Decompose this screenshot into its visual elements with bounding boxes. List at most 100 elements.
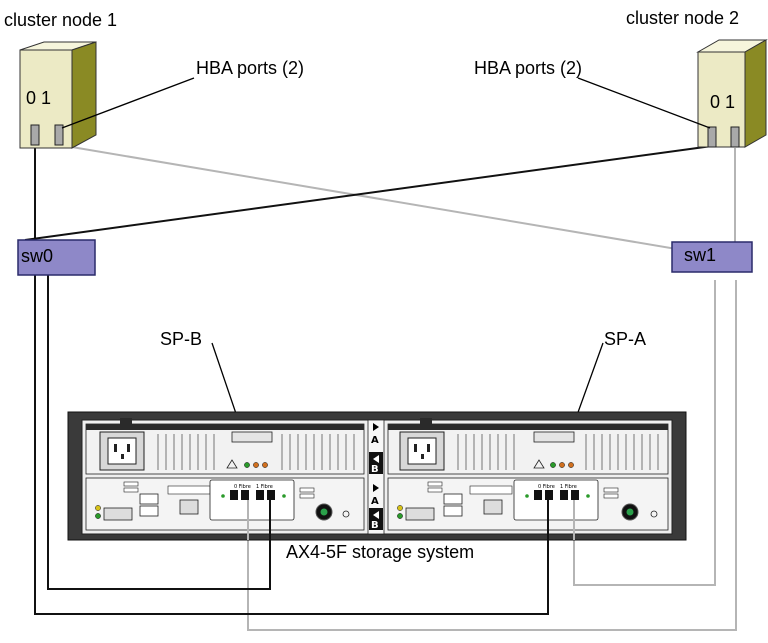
node1-port-numbers: 0 1: [26, 88, 51, 108]
hba-callout-right-leader: [577, 77, 711, 129]
sp-b-fibre-port-0a: [230, 490, 238, 500]
warning-icon-left: [226, 459, 238, 469]
cable-sw0-to-spb-port1: [47, 275, 271, 590]
power-socket-right-pin2: [427, 444, 430, 452]
sp-a-fibre0-label: 0 Fibre: [538, 484, 555, 490]
node2-side: [744, 39, 767, 148]
power-socket-left-pin2: [127, 444, 130, 452]
sp-marker-2: B: [371, 464, 379, 475]
sp-b-lock-icon: [342, 510, 350, 518]
power-socket-right-pin3: [421, 454, 424, 459]
sp-b-serial-port2: [139, 505, 159, 517]
node1-side: [71, 41, 97, 149]
sp-b-fibre-port-0b: [241, 490, 249, 500]
cluster-node-1: 0 1: [19, 41, 97, 149]
cable-sw1-to-spa-port1: [573, 280, 716, 586]
led-left-orange2: [262, 462, 268, 468]
sp-a-fibre-port-0b: [545, 490, 553, 500]
power-socket-left-pin3: [121, 454, 124, 459]
sp-a-fibre-port-1b: [571, 490, 579, 500]
led-right-orange2: [568, 462, 574, 468]
sp-a-fibre-led-2: [586, 494, 590, 498]
cluster-node-2: 0 1: [696, 39, 768, 148]
sp-b-handle-top2: [123, 487, 139, 493]
sp-b-led-yellow: [95, 505, 101, 511]
led-left-orange1: [253, 462, 259, 468]
sp-a-label: SP-A: [604, 329, 646, 349]
sp-b-handle-top: [123, 481, 139, 487]
port-cable-drops: [247, 500, 575, 540]
marker-arrow-3: [373, 484, 379, 492]
node2-port-numbers: 0 1: [710, 92, 735, 112]
sp-b-label-plate: [167, 485, 211, 495]
marker-arrow-4: [373, 511, 379, 519]
sp-b-ethernet-port: [179, 499, 199, 515]
sp-a-slot: [405, 507, 435, 521]
led-left-green: [244, 462, 250, 468]
hba-callout-left: HBA ports (2): [196, 58, 304, 78]
cables: [24, 144, 737, 631]
node1-hba-port-0: [30, 124, 40, 146]
power-socket-left-pin1: [114, 444, 117, 452]
sw1-label: sw1: [684, 245, 716, 265]
sp-b-fibre-led-2: [282, 494, 286, 498]
sp-a-handle-top2: [427, 487, 443, 493]
sp-b-label: SP-B: [160, 329, 202, 349]
psu-left-top-bar: [86, 424, 364, 430]
cable-node1-port1-to-sw1: [59, 144, 713, 256]
sp-a-power-button-inner: [626, 508, 634, 516]
node2-hba-port-1: [730, 126, 740, 148]
cable-sw1-to-spb-port1: [247, 280, 737, 631]
sp-b-led-green: [95, 513, 101, 519]
sp-b-slot: [103, 507, 133, 521]
power-socket-right-pin1: [414, 444, 417, 452]
storage-center-divider: [367, 419, 385, 535]
node2-hba-port-0: [707, 126, 717, 148]
sp-a-led-yellow: [397, 505, 403, 511]
hba-callout-left-leader: [61, 77, 195, 129]
sp-a-led-green: [397, 513, 403, 519]
sp-a-handle-right2: [603, 493, 619, 499]
sp-marker-4: B: [371, 520, 379, 531]
sp-b-fibre-port-1b: [267, 490, 275, 500]
sp-b-fibre-panel: [209, 479, 295, 521]
marker-arrow-2: [373, 455, 379, 463]
led-right-green: [550, 462, 556, 468]
warning-icon-right: [533, 459, 545, 469]
sp-a-handle-right: [603, 487, 619, 493]
sp-b-fibre-led-1: [221, 494, 225, 498]
psu-left-vents: [157, 434, 355, 470]
hba-callout-right: HBA ports (2): [474, 58, 582, 78]
node1-label: cluster node 1: [4, 10, 117, 30]
sp-a-lock-icon: [650, 510, 658, 518]
psu-right-top-bar: [388, 424, 668, 430]
sp-marker-2-bg: [369, 452, 383, 474]
switch-sw0: sw0: [17, 239, 96, 276]
sp-a-serial-port: [443, 493, 463, 505]
sp-b-power-button-inner: [320, 508, 328, 516]
power-socket-right-inner: [407, 437, 437, 465]
storage-system-label: AX4-5F storage system: [286, 542, 474, 562]
sp-b-fibre1-label: 1 Fibre: [256, 484, 273, 490]
psu-right-latch: [533, 431, 575, 443]
sp-marker-4-bg: [369, 508, 383, 530]
led-right-orange1: [559, 462, 565, 468]
storage-system: A B A B: [67, 411, 687, 541]
cable-node2-port0-to-sw0: [24, 145, 713, 241]
psu-right-vents: [457, 434, 659, 470]
psu-left-handle: [120, 418, 132, 428]
sp-b-serial-port: [139, 493, 159, 505]
node1-hba-port-1: [54, 124, 64, 146]
sp-b-handle-right2: [299, 493, 315, 499]
sw0-label: sw0: [21, 246, 53, 266]
cable-sw0-to-spa-port0: [34, 275, 549, 615]
marker-arrow-1: [373, 423, 379, 431]
node2-label: cluster node 2: [626, 8, 739, 28]
sp-a-fibre-panel: [513, 479, 599, 521]
sp-a-fibre1-label: 1 Fibre: [560, 484, 577, 490]
psu-right-handle: [420, 418, 432, 428]
sp-a-fibre-led-1: [525, 494, 529, 498]
sp-a-ethernet-port: [483, 499, 503, 515]
psu-left-latch: [231, 431, 273, 443]
